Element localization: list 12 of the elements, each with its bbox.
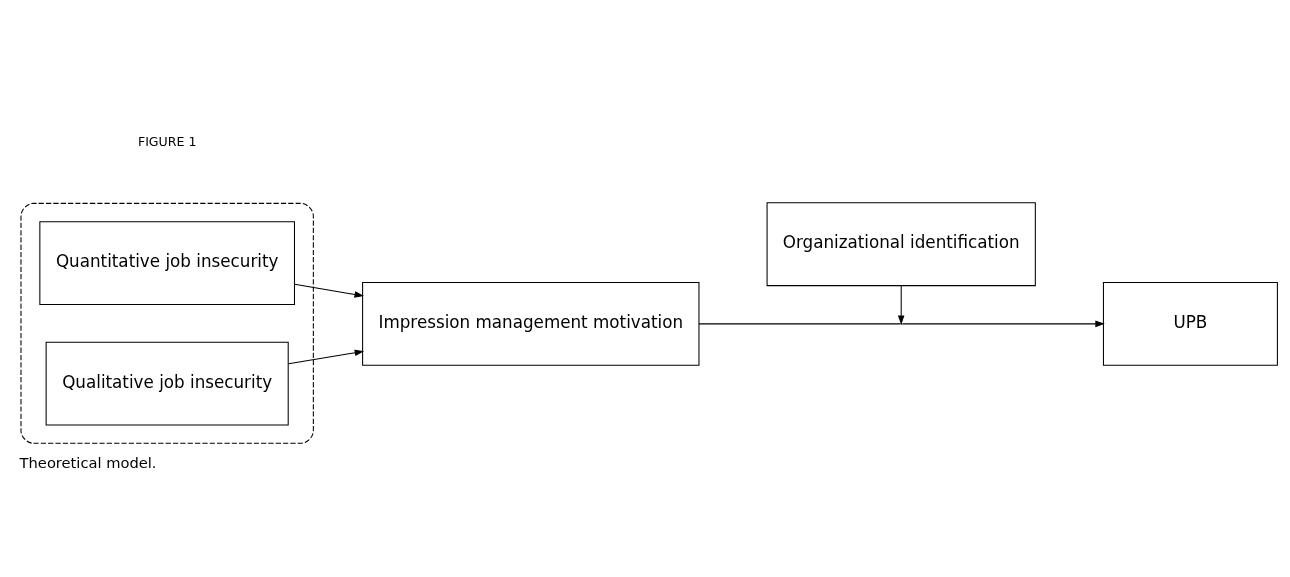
cluster — [20, 202, 314, 444]
label: FIGURE 1 — [137, 133, 197, 149]
arrow — [294, 283, 364, 298]
arrow — [698, 315, 1105, 328]
node-box: UPB — [1102, 281, 1278, 366]
arrow — [288, 349, 365, 365]
node-box: Impression management motivation — [362, 281, 700, 366]
caption: Theoretical model. — [19, 453, 157, 471]
node-box: Quantitative job insecurity — [39, 221, 295, 305]
node-box: Organizational identification — [766, 202, 1036, 287]
node-box: Qualitative job insecurity — [45, 341, 289, 426]
arrow — [897, 285, 905, 325]
